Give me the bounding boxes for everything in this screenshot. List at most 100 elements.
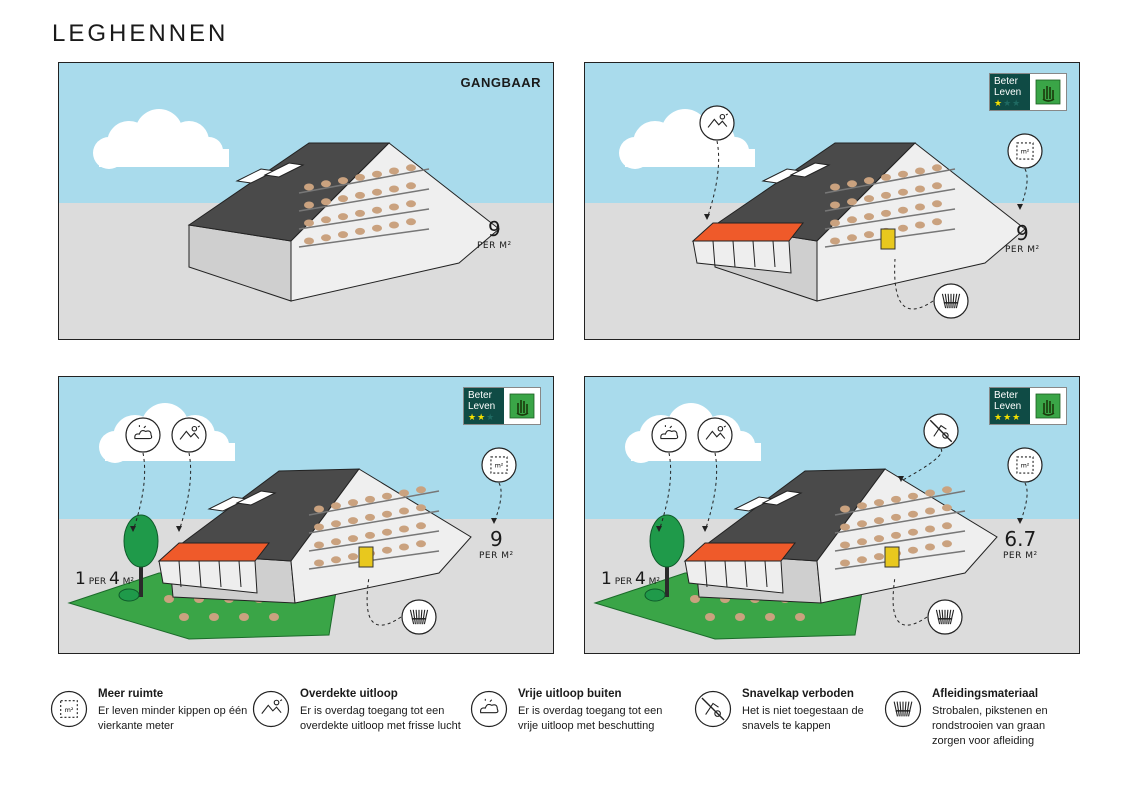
star-icon: ★ — [1003, 412, 1013, 422]
hen-inside — [365, 495, 375, 503]
hen-inside — [406, 218, 416, 226]
covered-run-icon — [171, 417, 207, 453]
straw-icon — [933, 283, 969, 319]
hen-inside — [932, 164, 942, 172]
hen-inside — [314, 541, 324, 549]
sun-ray — [723, 425, 726, 428]
skylight — [235, 490, 277, 506]
scissors-ring — [714, 710, 721, 717]
bush — [118, 588, 140, 602]
no-beak-trimming-icon — [694, 690, 732, 728]
arrow-head — [1017, 204, 1023, 210]
star-rating: ★★★ — [994, 98, 1030, 109]
hen-inside — [898, 170, 908, 178]
cloud-shape — [660, 429, 679, 440]
hen-inside — [898, 188, 908, 196]
hen-inside — [874, 517, 884, 525]
density-unit: PER M² — [1003, 551, 1038, 561]
logo-text-line2: Leven — [994, 401, 1022, 412]
dashed-square — [1016, 142, 1034, 160]
hen-inside — [915, 203, 925, 211]
density-unit: PER M² — [1005, 245, 1040, 255]
hen-inside — [331, 538, 341, 546]
cloud-shape — [134, 429, 153, 440]
legend-description: Er is overdag toegang tot een vrije uitl… — [518, 705, 663, 732]
hen-inside — [406, 164, 416, 172]
straw-stalk — [954, 293, 958, 309]
icon-circle — [651, 417, 687, 453]
hen-inside — [365, 531, 375, 539]
cage-shelf — [824, 168, 956, 194]
straw-stalk — [946, 609, 949, 625]
hen-inside — [406, 182, 416, 190]
cage-shelf — [298, 208, 430, 230]
legend-description: Er leven minder kippen op één vierkante … — [98, 705, 248, 732]
hen-inside — [304, 183, 314, 191]
hen-inside — [891, 531, 901, 539]
barn-scene: m² — [585, 377, 1079, 653]
dierenbescherming-logo-icon — [1030, 388, 1066, 424]
star-icon: ★ — [1003, 98, 1013, 108]
star-icon: ★ — [994, 98, 1004, 108]
hen-inside — [881, 173, 891, 181]
logo-text-line1: Beter — [994, 76, 1018, 87]
hen-inside — [942, 486, 952, 494]
hen-outside — [795, 613, 805, 621]
hen-inside — [891, 513, 901, 521]
density-unit: PER M² — [477, 241, 512, 251]
hen-inside — [389, 167, 399, 175]
skylight — [761, 490, 803, 506]
hen-inside — [908, 528, 918, 536]
sun-circle — [719, 113, 726, 120]
density-label: 9 PER M² — [477, 219, 512, 251]
hen-inside — [840, 541, 850, 549]
hen-inside — [942, 540, 952, 548]
hen-inside — [389, 203, 399, 211]
straw-stalk — [948, 609, 952, 625]
straw-bale — [358, 546, 374, 568]
straw-stalk — [947, 293, 950, 309]
hen-inside — [857, 556, 867, 564]
hen-inside — [416, 522, 426, 530]
density-number: 9 — [487, 217, 501, 241]
barn-scene — [59, 63, 553, 339]
hand-logo-icon — [1035, 79, 1061, 105]
hen-inside — [348, 499, 358, 507]
cage-shelf — [308, 490, 440, 516]
covered-run-front — [692, 240, 792, 274]
dashed-arrow — [366, 576, 402, 626]
page-title: LEGHENNEN — [52, 20, 229, 47]
legend-title: Vrije uitloop buiten — [518, 688, 622, 700]
hen-inside — [416, 540, 426, 548]
hen-inside — [942, 504, 952, 512]
hen-inside — [847, 216, 857, 224]
space-icon: m² — [1007, 447, 1043, 483]
panel-label: GANGBAAR — [460, 75, 541, 90]
straw-stalk — [952, 293, 955, 309]
hen-inside — [932, 218, 942, 226]
dashed-arrow — [178, 452, 192, 532]
star-icon: ★ — [1012, 412, 1022, 422]
straw-stalk — [941, 609, 944, 625]
hen-outside — [735, 613, 745, 621]
arrow-head — [1017, 518, 1023, 524]
hen-inside — [331, 502, 341, 510]
hen-inside — [847, 234, 857, 242]
hen-inside — [932, 200, 942, 208]
panel-two-star: m² Beter Leven ★★★ 9 PER M² 1 PER 4 M² — [58, 376, 554, 654]
hen-inside — [399, 489, 409, 497]
dashed-arrow — [894, 258, 934, 310]
panel-one-star: m² Beter Leven ★★★ 9 PER M² — [584, 62, 1080, 340]
hen-inside — [908, 510, 918, 518]
hen-inside — [840, 505, 850, 513]
straw-stalk — [893, 701, 899, 717]
hen-inside — [338, 195, 348, 203]
beak-shape — [705, 702, 719, 715]
mountain-line — [179, 430, 200, 440]
covered-run-post — [198, 560, 202, 588]
straw-stalk — [899, 701, 902, 717]
hen-outside — [269, 613, 279, 621]
hen-inside — [355, 227, 365, 235]
icon-circle — [470, 690, 508, 728]
straw-stalk — [955, 293, 961, 309]
